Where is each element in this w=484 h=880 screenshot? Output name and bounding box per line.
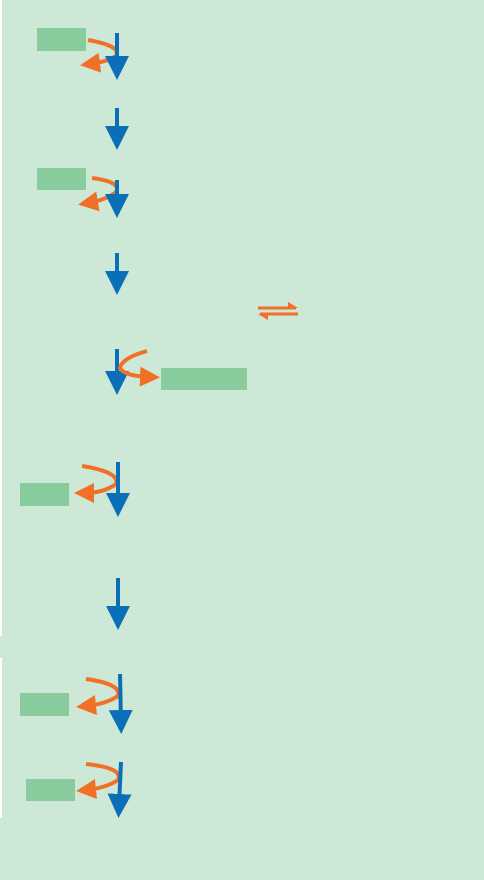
side-box <box>20 483 69 506</box>
step-1 <box>37 28 129 80</box>
side-box <box>37 28 86 51</box>
side-box <box>26 779 75 801</box>
main-arrow <box>108 673 133 734</box>
side-box <box>37 168 86 190</box>
step-9 <box>26 761 132 818</box>
side-arrow <box>76 762 121 799</box>
side-box <box>20 693 69 716</box>
step-5 <box>105 349 247 395</box>
side-arrow <box>76 677 121 715</box>
step-3 <box>37 168 129 218</box>
equilibrium-arrows <box>258 302 298 320</box>
step-6 <box>20 462 130 517</box>
side-box <box>161 368 247 390</box>
side-arrow <box>117 349 160 387</box>
main-arrow <box>107 761 132 818</box>
step-8 <box>20 673 133 734</box>
